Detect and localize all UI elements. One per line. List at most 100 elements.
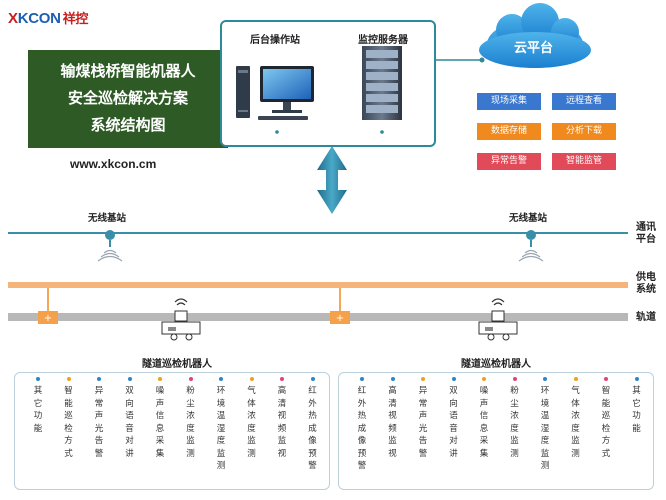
function-dot xyxy=(512,377,517,381)
logo-x: X xyxy=(8,10,18,27)
right-robot-label: 隧道巡检机器人 xyxy=(461,359,531,370)
function-text: 环境温湿度监测 xyxy=(540,386,550,471)
track-line xyxy=(8,313,628,321)
function-dot xyxy=(36,377,40,381)
website-text: www.xkcon.cm xyxy=(70,157,157,171)
function-dot xyxy=(219,377,223,381)
left-station-icon xyxy=(97,230,123,262)
power-system-label: 供电系统 xyxy=(636,272,656,295)
function-item: 其它功能 xyxy=(630,377,644,435)
logo-cn: 祥控 xyxy=(62,12,89,27)
comm-platform-label: 通讯平台 xyxy=(636,222,656,245)
track-label: 轨道 xyxy=(636,312,656,323)
function-item: 环境温湿度监测 xyxy=(214,377,228,473)
power-line xyxy=(8,282,628,288)
double-arrow-icon xyxy=(317,146,347,214)
right-function-panel: 红外热成像预警 高清视频监视 异常声光告警 双向语音对讲 噪声信息采集 粉尘浓度监测 环境温… xyxy=(338,372,654,490)
server-panel: 后台操作站 监控服务器 xyxy=(220,20,436,147)
title-line-3: 系统结构图 xyxy=(90,116,166,134)
function-item: 智能巡检方式 xyxy=(599,377,613,460)
title-line-1: 输煤栈桥智能机器人 xyxy=(60,62,196,80)
function-text: 红外热成像预警 xyxy=(357,386,367,471)
right-station-icon xyxy=(518,230,544,262)
feature-badge: 异常告警 xyxy=(477,153,541,170)
function-dot xyxy=(127,377,132,381)
function-dot xyxy=(634,377,639,381)
function-dot xyxy=(482,377,486,381)
feature-badge: 分析下载 xyxy=(552,123,616,140)
function-item: 噪声信息采集 xyxy=(153,377,167,460)
function-dot xyxy=(97,377,101,381)
function-text: 双向语音对讲 xyxy=(449,386,458,459)
right-station-label: 无线基站 xyxy=(509,213,548,224)
power-connector-right: + xyxy=(330,288,350,324)
function-item: 异常声光告警 xyxy=(92,377,106,460)
function-text: 粉尘浓度监测 xyxy=(510,386,519,459)
cloud-platform-label: 云平台 xyxy=(514,41,554,56)
function-item: 环境温湿度监测 xyxy=(538,377,552,473)
function-text: 智能巡检方式 xyxy=(64,386,73,459)
feature-badge: 现场采集 xyxy=(477,93,541,110)
function-item: 红外热成像预警 xyxy=(355,377,369,473)
function-dot xyxy=(360,377,364,381)
function-dot xyxy=(249,377,254,381)
function-text: 其它功能 xyxy=(33,386,43,434)
function-dot xyxy=(280,377,284,381)
function-dot xyxy=(310,377,315,381)
title-box: 输煤栈桥智能机器人 安全巡检解决方案 系统结构图 xyxy=(28,50,228,148)
function-dot xyxy=(66,377,71,381)
function-item: 气体浓度监测 xyxy=(569,377,583,460)
function-dot xyxy=(188,377,193,381)
function-text: 智能巡检方式 xyxy=(601,386,611,459)
feature-badge: 数据存储 xyxy=(477,123,541,140)
right-robot-icon xyxy=(478,298,518,341)
function-text: 其它功能 xyxy=(632,386,641,434)
function-item: 智能巡检方式 xyxy=(62,377,76,460)
function-item: 双向语音对讲 xyxy=(447,377,461,460)
function-text: 粉尘浓度监测 xyxy=(186,386,195,459)
function-text: 高清视频监视 xyxy=(277,386,287,459)
function-text: 红外热成像预警 xyxy=(308,386,317,471)
function-item: 其它功能 xyxy=(31,377,45,435)
function-item: 双向语音对讲 xyxy=(123,377,137,460)
function-item: 气体浓度监测 xyxy=(245,377,259,460)
function-dot xyxy=(451,377,456,381)
backend-station-label: 后台操作站 xyxy=(250,35,300,46)
function-item: 粉尘浓度监测 xyxy=(184,377,198,460)
logo-brand: KCON xyxy=(17,10,61,27)
function-dot xyxy=(543,377,547,381)
function-dot xyxy=(604,377,608,381)
left-function-panel: 其它功能 智能巡检方式 异常声光告警 双向语音对讲 噪声信息采集 粉尘浓度监测 环境温湿度监… xyxy=(14,372,330,490)
function-text: 双向语音对讲 xyxy=(125,386,134,459)
function-item: 高清视频监视 xyxy=(386,377,400,460)
function-item: 高清视频监视 xyxy=(275,377,289,460)
power-connector-left: + xyxy=(38,288,58,324)
function-item: 噪声信息采集 xyxy=(477,377,491,460)
function-item: 异常声光告警 xyxy=(416,377,430,460)
function-dot xyxy=(158,377,162,381)
left-robot-label: 隧道巡检机器人 xyxy=(142,359,212,370)
function-dot xyxy=(390,377,395,381)
feature-badge: 智能监管 xyxy=(552,153,616,170)
function-text: 异常声光告警 xyxy=(418,386,428,459)
cloud-icon xyxy=(479,3,591,68)
function-text: 气体浓度监测 xyxy=(247,386,256,459)
function-text: 噪声信息采集 xyxy=(155,386,165,459)
monitor-server-label: 监控服务器 xyxy=(358,35,408,46)
title-line-2: 安全巡检解决方案 xyxy=(67,89,188,107)
function-text: 环境温湿度监测 xyxy=(216,386,226,471)
function-dot xyxy=(573,377,578,381)
left-robot-icon xyxy=(161,298,201,341)
function-item: 红外热成像预警 xyxy=(306,377,320,473)
svg-text:+: + xyxy=(44,313,52,324)
function-text: 高清视频监视 xyxy=(388,386,397,459)
feature-badge: 远程查看 xyxy=(552,93,616,110)
function-text: 噪声信息采集 xyxy=(479,386,489,459)
svg-text:+: + xyxy=(336,313,344,324)
function-item: 粉尘浓度监测 xyxy=(508,377,522,460)
left-station-label: 无线基站 xyxy=(88,213,127,224)
function-dot xyxy=(421,377,425,381)
function-text: 异常声光告警 xyxy=(94,386,104,459)
function-text: 气体浓度监测 xyxy=(571,386,580,459)
